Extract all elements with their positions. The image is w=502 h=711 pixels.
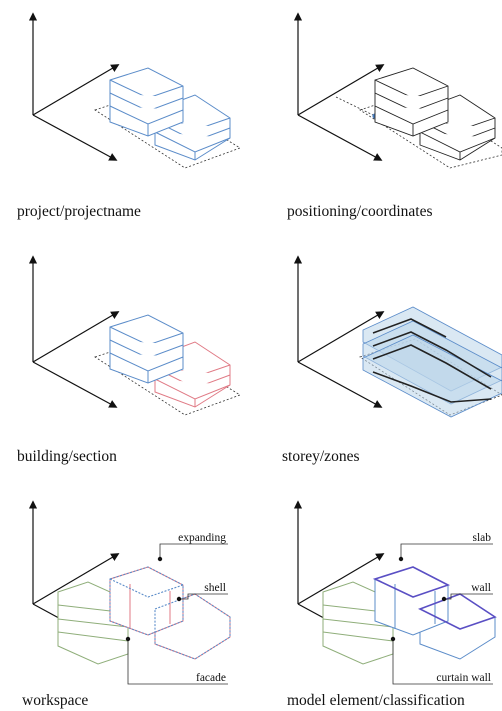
axis-arrow-icon bbox=[28, 255, 120, 408]
axis-arrow-icon bbox=[28, 12, 120, 161]
callout-dot bbox=[157, 556, 163, 562]
callout-dot bbox=[441, 596, 447, 602]
callout-shell: shell bbox=[204, 582, 226, 594]
callout-lines bbox=[392, 543, 493, 685]
panel-caption: project/projectname bbox=[17, 203, 141, 220]
panel-caption: workspace bbox=[22, 692, 89, 709]
callout-wall: wall bbox=[471, 582, 491, 594]
model-element-diagram: slab wall curtain wall bbox=[293, 500, 497, 685]
panel-project: project/projectname bbox=[0, 0, 251, 237]
panel-caption: model element/classification bbox=[287, 692, 465, 709]
callout-dot bbox=[390, 636, 396, 642]
building-mass bbox=[374, 67, 496, 161]
callout-dot bbox=[125, 636, 131, 642]
panel-positioning: positioning/coordinates bbox=[251, 0, 502, 237]
callout-dot bbox=[176, 596, 182, 602]
panel-caption: building/section bbox=[17, 448, 117, 465]
building-diagram bbox=[28, 255, 241, 416]
positioning-diagram bbox=[293, 12, 502, 169]
wall-elements bbox=[374, 566, 496, 660]
panel-caption: positioning/coordinates bbox=[287, 203, 433, 220]
callout-expanding: expanding bbox=[178, 532, 226, 544]
project-diagram bbox=[28, 12, 241, 169]
panel-model-element: slab wall curtain wall model element/cla… bbox=[251, 474, 502, 711]
callout-dot bbox=[398, 556, 404, 562]
axis-arrow-icon bbox=[293, 255, 385, 408]
panel-workspace: expanding shell facade workspace bbox=[0, 474, 251, 711]
building-mass bbox=[109, 67, 231, 161]
callout-slab: slab bbox=[472, 532, 491, 544]
callout-curtain-wall: curtain wall bbox=[436, 672, 491, 684]
callout-lines bbox=[127, 543, 228, 685]
zone-slabs bbox=[362, 306, 502, 418]
storey-diagram bbox=[293, 255, 502, 418]
section-blue bbox=[109, 314, 184, 384]
storey-lines bbox=[372, 318, 492, 403]
axis-arrow-icon bbox=[293, 12, 385, 161]
panel-storey: storey/zones bbox=[251, 237, 502, 474]
workspace-diagram: expanding shell facade bbox=[28, 500, 231, 685]
panel-caption: storey/zones bbox=[282, 448, 360, 465]
callout-facade: facade bbox=[196, 672, 226, 684]
panel-building: building/section bbox=[0, 237, 251, 474]
